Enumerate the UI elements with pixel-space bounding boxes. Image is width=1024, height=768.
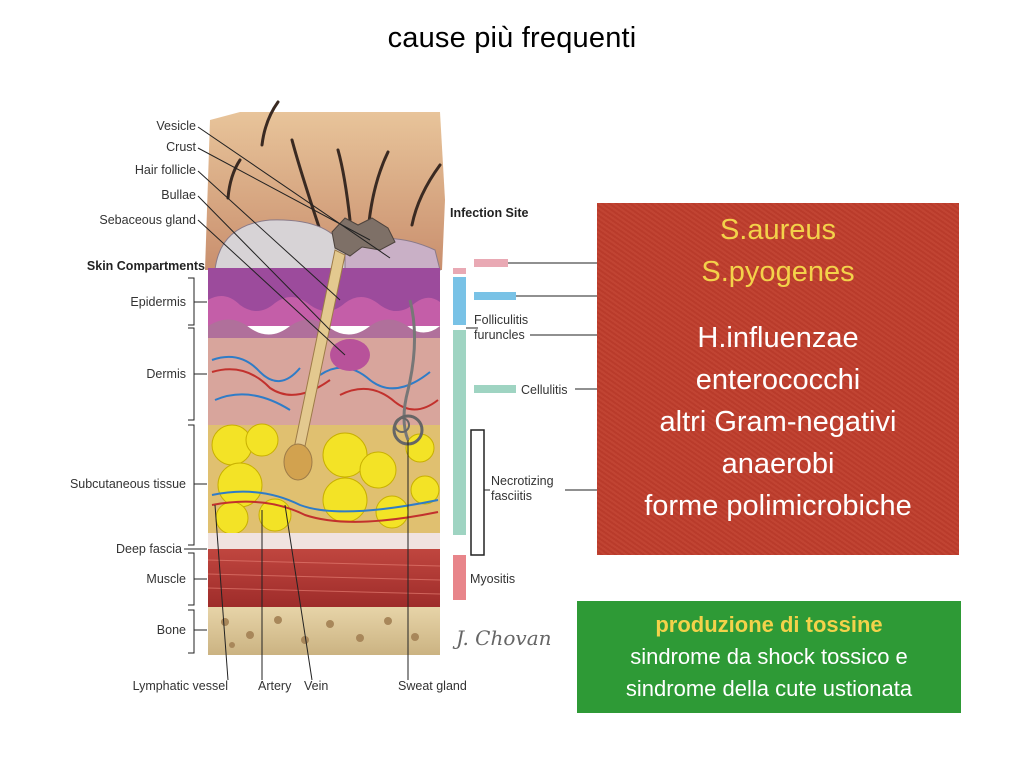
label-sweat-gland: Sweat gland: [398, 679, 467, 693]
label-subcutaneous-tissue: Subcutaneous tissue: [70, 477, 186, 491]
label-vesicle: Vesicle: [156, 119, 196, 133]
bone-layer: [208, 607, 440, 655]
hair-follicle: [283, 249, 346, 481]
artist-signature: J. Chovan: [452, 626, 552, 650]
cause-gram-negativi: altri Gram-negativi: [659, 406, 897, 438]
label-epidermis: Epidermis: [130, 295, 186, 309]
deep-fascia-layer: [208, 533, 440, 549]
label-cellulitis: Cellulitis: [521, 383, 568, 397]
label-muscle: Muscle: [146, 572, 186, 586]
cause-s-aureus: S.aureus: [719, 214, 837, 246]
cause-anaerobi: anaerobi: [721, 448, 835, 480]
label-lymphatic-vessel: Lymphatic vessel: [133, 679, 228, 693]
hair-strands: [226, 100, 442, 234]
label-myositis: Myositis: [470, 572, 515, 586]
label-fasciitis: fasciitis: [491, 489, 532, 503]
infection-site-bars: [453, 259, 516, 600]
subcutaneous-fat: [208, 423, 440, 535]
compartment-brackets: [184, 277, 207, 654]
label-crust: Crust: [166, 140, 196, 154]
label-deep-fascia: Deep fascia: [116, 542, 182, 556]
label-vein: Vein: [304, 679, 328, 693]
label-bone: Bone: [157, 623, 186, 637]
slide-title: cause più frequenti: [387, 22, 637, 54]
label-dermis: Dermis: [146, 367, 186, 381]
label-necrotizing: Necrotizing: [491, 474, 554, 488]
label-sebaceous-gland: Sebaceous gland: [99, 213, 196, 227]
label-hair-follicle: Hair follicle: [135, 163, 196, 177]
label-folliculitis: Folliculitis: [474, 313, 528, 327]
cause-enterococchi: enterococchi: [695, 364, 861, 396]
label-skin-compartments: Skin Compartments: [87, 259, 205, 273]
toxins-line-shock: sindrome da shock tossico e: [630, 644, 908, 669]
causes-box: S.aureus S.pyogenes H.influenzae enteroc…: [597, 203, 959, 555]
label-infection-site: Infection Site: [450, 206, 529, 220]
toxins-line-ustionata: sindrome della cute ustionata: [625, 676, 913, 701]
label-leader-lines: [197, 126, 409, 681]
label-bullae: Bullae: [161, 188, 196, 202]
muscle-layer: [207, 549, 441, 607]
cause-s-pyogenes: S.pyogenes: [701, 256, 855, 288]
cause-h-influenzae: H.influenzae: [697, 322, 859, 354]
label-artery: Artery: [258, 679, 292, 693]
toxins-box: produzione di tossine sindrome da shock …: [577, 601, 961, 713]
cause-polimicrobiche: forme polimicrobiche: [644, 490, 912, 522]
infection-site-leaders: [466, 262, 597, 491]
toxins-heading: produzione di tossine: [655, 612, 883, 637]
label-furuncles: furuncles: [474, 328, 525, 342]
